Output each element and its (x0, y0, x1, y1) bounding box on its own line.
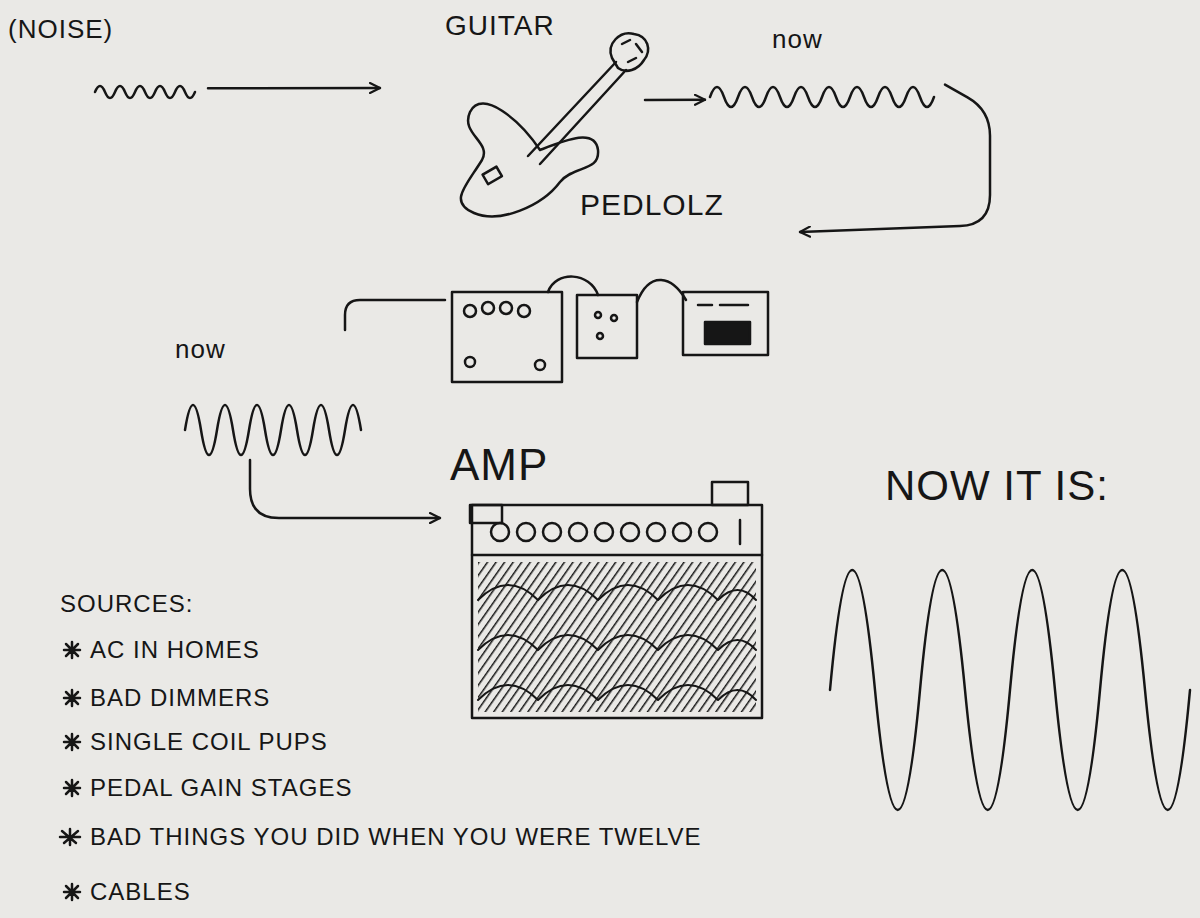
signal-wave (710, 87, 934, 107)
list-heading: SOURCES: (60, 590, 193, 618)
list-item: BAD THINGS YOU DID WHEN YOU WERE TWELVE (90, 823, 702, 851)
noise-label: (NOISE) (8, 15, 208, 110)
output-note: NOW IT IS: (885, 462, 1115, 510)
flow-arrow (645, 99, 705, 102)
signal-stage: now (705, 20, 945, 115)
list-item: SINGLE COIL PUPS (90, 728, 328, 756)
node-text: GUITAR (445, 10, 555, 42)
node-text: (NOISE) (8, 15, 113, 45)
node-text: now (175, 335, 226, 365)
noise-wave (95, 86, 195, 98)
signal-stage: now (170, 330, 385, 460)
signal-wave (185, 405, 361, 455)
flow-arrow (800, 85, 990, 232)
pedal-stage: PEDLOLZ (445, 188, 800, 390)
list-item: AC IN HOMES (90, 636, 260, 664)
node-text: now (772, 25, 823, 55)
amp-drawing (470, 482, 762, 718)
node-text: AMP (450, 440, 548, 491)
node-text: PEDLOLZ (580, 188, 724, 223)
amp-stage: AMP (440, 440, 770, 725)
list-item: CABLES (90, 878, 191, 906)
bullet-asterisks (60, 642, 80, 900)
output-wave (830, 570, 1190, 810)
flow-arrow (250, 460, 440, 518)
list-item: PEDAL GAIN STAGES (90, 774, 352, 802)
pedal-drawings (452, 277, 768, 382)
list-item: BAD DIMMERS (90, 684, 270, 712)
flow-arrow (208, 87, 380, 90)
cable-line (345, 300, 445, 330)
